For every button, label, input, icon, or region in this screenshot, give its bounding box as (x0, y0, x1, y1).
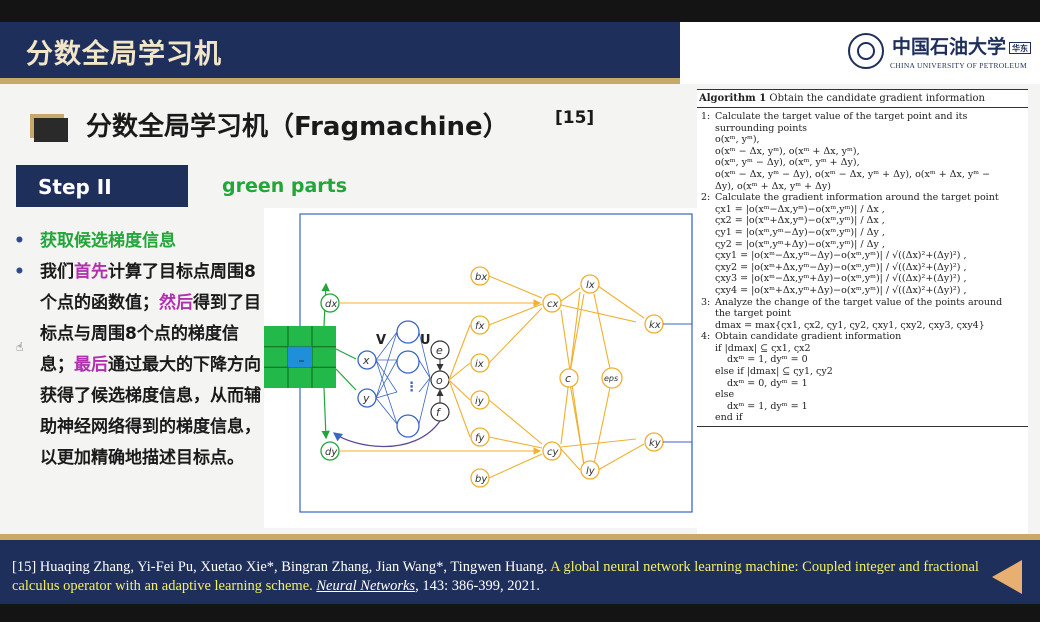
node-dy: dy (325, 447, 338, 458)
algorithm-line: o(xᵐ − Δx, yᵐ − Δy), o(xᵐ − Δx, yᵐ + Δy)… (715, 168, 991, 180)
algorithm-lines: 1:Calculate the target value of the targ… (697, 108, 1028, 424)
slide: 分数全局学习机 中国石油大学华东 CHINA UNIVERSITY OF PET… (0, 22, 1040, 604)
node-iy: iy (475, 396, 485, 407)
algorithm-box: Algorithm 1 Obtain the candidate gradien… (697, 89, 1028, 559)
university-logo: 中国石油大学华东 CHINA UNIVERSITY OF PETROLEUM (680, 22, 1040, 84)
page-title: 分数全局学习机 (26, 39, 222, 70)
algorithm-line: o(xᵐ − Δx, yᵐ), o(xᵐ + Δx, yᵐ), (715, 145, 860, 157)
logo-campus: 华东 (1009, 41, 1032, 54)
algorithm-line: ςxy1 = |o(xᵐ−Δx,yᵐ−Δy)−o(xᵐ,yᵐ)| / √((Δx… (715, 250, 967, 262)
mouse-cursor-icon: ☝ (16, 340, 24, 354)
reference-journal[interactable]: Neural Networks (316, 578, 416, 594)
back-arrow-button[interactable] (992, 560, 1022, 594)
node-kx: kx (649, 320, 661, 331)
list-item: •获取候选梯度信息 (14, 226, 269, 257)
node-ky: ky (649, 438, 662, 449)
algorithm-line: if |dmax| ⊆ ςx1, ςx2 (715, 342, 811, 354)
node-ix: ix (475, 359, 484, 370)
logo-english: CHINA UNIVERSITY OF PETROLEUM (890, 61, 1027, 70)
algorithm-line: dxᵐ = 0, dyᵐ = 1 (727, 377, 808, 389)
step-badge: Step II (16, 165, 188, 207)
algorithm-line: ςy2 = |o(xᵐ,yᵐ+Δy)−o(xᵐ,yᵐ)| / Δy , (715, 238, 885, 250)
bullet-dot-icon: • (14, 262, 25, 282)
algorithm-line: ςxy3 = |o(xᵐ−Δx,yᵐ+Δy)−o(xᵐ,yᵐ)| / √((Δx… (715, 273, 967, 285)
node-bx: bx (475, 272, 487, 283)
section-title: 分数全局学习机（Fragmachine） (86, 112, 509, 142)
node-cx: cx (547, 299, 558, 310)
reference-title: A global neural network learning machine… (12, 559, 979, 594)
algorithm-line: 2:Calculate the gradient information aro… (701, 192, 999, 204)
algorithm-line: Δy), o(xᵐ + Δx, yᵐ + Δy) (715, 180, 831, 192)
node-fy: fy (475, 433, 486, 444)
label-U: U (420, 333, 431, 348)
bullet-list: •获取候选梯度信息 •我们首先计算了目标点周围8个点的函数值；然后得到了目标点与… (14, 226, 269, 474)
node-lx: lx (586, 280, 595, 291)
section-ref: [15] (555, 108, 595, 128)
footer-gold-line (0, 534, 1040, 540)
algorithm-line: 3:Analyze the change of the target value… (701, 296, 1003, 308)
node-fx: fx (475, 321, 485, 332)
algorithm-line: ςy1 = |o(xᵐ,yᵐ−Δy)−o(xᵐ,yᵐ)| / Δy , (715, 226, 885, 238)
algorithm-line: the target point (715, 308, 791, 320)
algorithm-line: o(xᵐ, yᵐ − Δy), o(xᵐ, yᵐ + Δy), (715, 157, 860, 169)
node-y: y (362, 392, 370, 405)
node-eps: eps (604, 374, 618, 383)
algorithm-line: ςxy4 = |o(xᵐ+Δx,yᵐ+Δy)−o(xᵐ,yᵐ)| / √((Δx… (715, 284, 967, 296)
node-f: f (436, 406, 442, 419)
algorithm-line: 1:Calculate the target value of the targ… (701, 111, 968, 122)
label-V: V (376, 333, 386, 348)
algorithm-title: Algorithm 1 Obtain the candidate gradien… (699, 93, 985, 104)
header-gold-line (0, 78, 680, 84)
algorithm-line: surrounding points (715, 122, 808, 134)
seal-icon (848, 33, 884, 69)
input-grid (264, 326, 336, 388)
algorithm-line: o(xᵐ, yᵐ), (715, 134, 760, 146)
footer-bar: [15] Huaqing Zhang, Yi-Fei Pu, Xuetao Xi… (0, 540, 1040, 604)
algorithm-line: dmax = max{ςx1, ςx2, ςy1, ςy2, ςxy1, ςxy… (715, 319, 985, 331)
node-cy: cy (547, 447, 559, 458)
node-c: c (565, 372, 571, 385)
node-ly: ly (586, 466, 596, 477)
list-item: •我们首先计算了目标点周围8个点的函数值；然后得到了目标点与周围8个点的梯度信息… (14, 257, 269, 474)
algorithm-line: else (715, 389, 735, 401)
bullet-dot-icon: • (14, 231, 25, 251)
reference-rest: , 143: 386-399, 2021. (415, 578, 540, 594)
algorithm-line: end if (715, 412, 743, 424)
step-note: green parts (222, 175, 348, 197)
step-label: Step II (38, 175, 112, 199)
algorithm-line: dxᵐ = 1, dyᵐ = 1 (727, 400, 808, 412)
network-diagram: dx dy x y ⋮ V U e o f (264, 208, 700, 528)
algorithm-line: dxᵐ = 1, dyᵐ = 0 (727, 354, 808, 366)
reference-text: [15] Huaqing Zhang, Yi-Fei Pu, Xuetao Xi… (12, 558, 987, 596)
node-dx: dx (325, 299, 337, 310)
network-diagram-svg: dx dy x y ⋮ V U e o f (264, 213, 693, 513)
section-square-icon (30, 114, 68, 142)
svg-text:⋮: ⋮ (405, 380, 418, 395)
algorithm-line: ςx1 = |o(xᵐ−Δx,yᵐ)−o(xᵐ,yᵐ)| / Δx , (715, 203, 885, 215)
bottom-letterbox (0, 604, 1040, 622)
node-x: x (362, 354, 370, 367)
reference-authors: [15] Huaqing Zhang, Yi-Fei Pu, Xuetao Xi… (12, 559, 548, 575)
algorithm-line: 4:Obtain candidate gradient information (701, 331, 902, 343)
algorithm-line: else if |dmax| ⊆ ςy1, ςy2 (715, 366, 833, 378)
logo-chinese: 中国石油大学华东 (892, 32, 1032, 59)
node-e: e (436, 344, 443, 357)
algorithm-line: ςxy2 = |o(xᵐ+Δx,yᵐ−Δy)−o(xᵐ,yᵐ)| / √((Δx… (715, 261, 967, 273)
node-o: o (436, 374, 443, 387)
node-by: by (475, 474, 488, 485)
algorithm-line: ςx2 = |o(xᵐ+Δx,yᵐ)−o(xᵐ,yᵐ)| / Δx , (715, 215, 885, 227)
top-letterbox (0, 0, 1040, 22)
